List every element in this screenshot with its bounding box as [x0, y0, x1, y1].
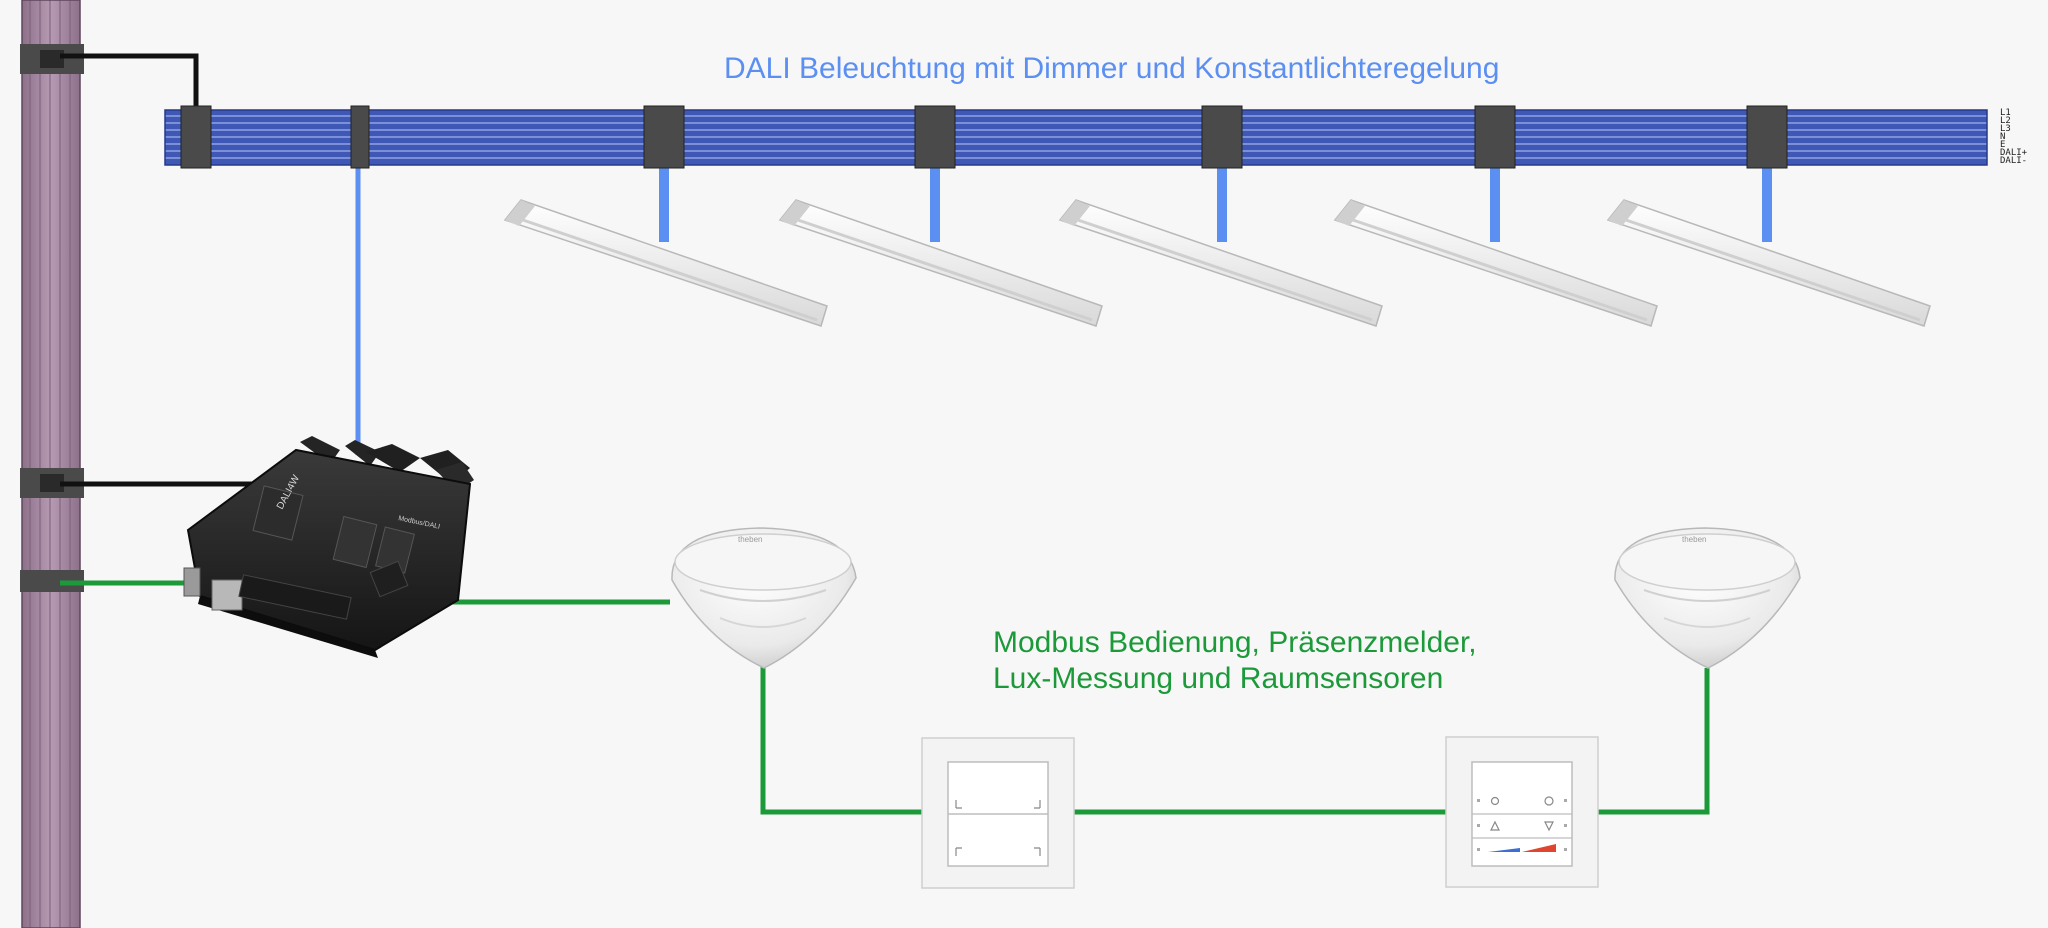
- bus-conductor-label: DALI+: [2000, 148, 2028, 158]
- dali-busbar: [164, 109, 1988, 166]
- triangle-down-icon: [1544, 821, 1554, 832]
- sun-icon: [1490, 796, 1500, 806]
- bus-conductor-label: E: [2000, 140, 2006, 150]
- bus-conductor-label: L2: [2000, 116, 2011, 126]
- triangle-up-icon: [1490, 820, 1500, 831]
- presence-sensor-icon: [671, 527, 857, 669]
- temperature-scale-warm-icon: [1522, 844, 1556, 852]
- bus-conductor-label: N: [2000, 132, 2006, 142]
- luminaire-icon: [503, 199, 828, 327]
- luminaire-icon: [778, 199, 1103, 327]
- riser-clamp-top: [20, 44, 84, 74]
- presence-sensor-icon: [1614, 527, 1801, 669]
- modbus-title-line2: Lux-Messung und Raumsensoren: [993, 662, 1444, 695]
- dali-title: DALI Beleuchtung mit Dimmer und Konstant…: [724, 52, 1500, 85]
- bus-conductor-label: L1: [2000, 108, 2011, 118]
- sensor-brand-label: theben: [1682, 535, 1706, 544]
- luminaire-icon: [1333, 199, 1658, 327]
- luminaire-icon: [1606, 199, 1931, 327]
- bus-conductor-label: DALI-: [2000, 156, 2028, 166]
- dali-modbus-controller-icon: [183, 436, 474, 658]
- power-feed-line-top: [60, 53, 199, 130]
- room-control-panel-icon: [1445, 736, 1599, 888]
- busbar-connectors: [180, 105, 1788, 169]
- luminaire-icon: [1058, 199, 1383, 327]
- bus-conductor-label: L3: [2000, 124, 2011, 134]
- riser-clamp-bottom: [20, 570, 84, 592]
- push-button-icon: [921, 737, 1075, 889]
- temperature-scale-cool-icon: [1488, 848, 1520, 852]
- circle-icon: [1544, 796, 1554, 806]
- modbus-title-line1: Modbus Bedienung, Präsenzmelder,: [993, 626, 1477, 659]
- luminaire-drops: [659, 165, 1772, 242]
- sensor-brand-label: theben: [738, 535, 762, 544]
- cable-riser: [21, 0, 81, 928]
